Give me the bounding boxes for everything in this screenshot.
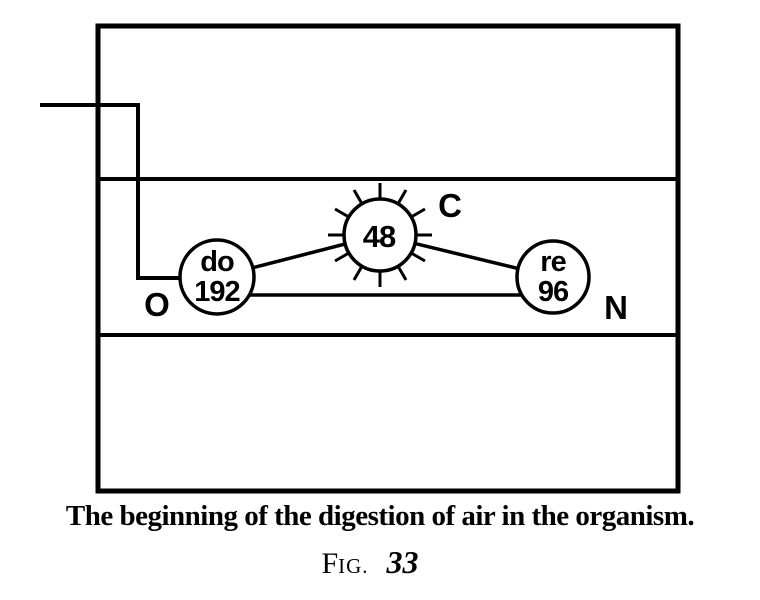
fig-word-initial: F <box>321 547 339 580</box>
organism-box <box>95 23 681 494</box>
note-re-label: re <box>540 246 566 278</box>
note-do-label: do <box>200 246 234 278</box>
note-do-value: 192 <box>194 276 239 308</box>
fig-number-value: 33 <box>386 544 419 580</box>
sun-value: 48 <box>363 219 396 254</box>
fig-word-smallcaps: IG. <box>338 554 369 578</box>
figure-number: FIG. 33 <box>0 544 740 581</box>
note-do-192-circle <box>178 238 256 316</box>
note-re-96-circle <box>515 239 591 315</box>
note-re-value: 96 <box>538 276 569 308</box>
oxygen-label: O <box>144 286 170 323</box>
sun-48-circle <box>342 197 418 273</box>
nitrogen-label: N <box>604 289 628 326</box>
figure-caption: The beginning of the digestion of air in… <box>65 500 695 532</box>
air-entry-line <box>40 103 217 280</box>
carbon-label: C <box>438 187 462 224</box>
